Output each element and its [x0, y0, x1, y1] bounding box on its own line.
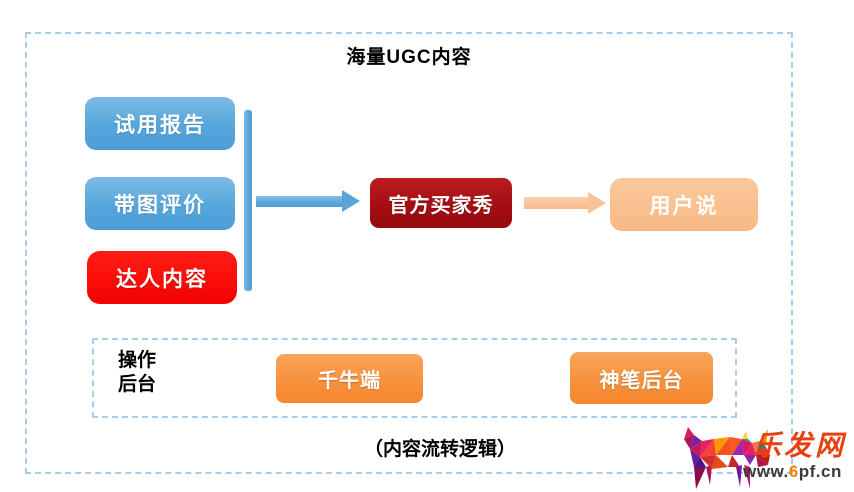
output-node-label: 用户说: [649, 194, 719, 218]
url-digit: 6: [788, 462, 799, 481]
merge-bar: [244, 110, 252, 291]
watermark-site-name: 乐发网: [753, 430, 847, 461]
tool-node-label: 神笔后台: [599, 369, 684, 392]
diagram-caption: （内容流转逻辑）: [363, 439, 516, 460]
blue-arrow-shaft: [256, 196, 342, 207]
backend-label-line1: 操作: [118, 350, 157, 371]
watermark-site-url: www.6pf.cn: [743, 462, 842, 482]
page-title: 海量UGC内容: [346, 47, 472, 68]
peach-arrow-head-icon: [588, 192, 606, 214]
url-prefix: www.: [743, 462, 789, 481]
peach-arrow-shaft: [524, 197, 588, 209]
source-node-influencer-content: 达人内容: [87, 251, 237, 304]
backend-dashed-panel: [92, 338, 737, 418]
source-node-label: 带图评价: [114, 193, 206, 217]
tool-node-label: 千牛端: [318, 370, 381, 392]
tool-node-shenbi: 神笔后台: [570, 352, 713, 404]
hub-node-official-buyer-show: 官方买家秀: [370, 178, 512, 228]
blue-arrow-head-icon: [342, 190, 360, 212]
url-suffix: pf.cn: [798, 462, 842, 481]
backend-label-line2: 后台: [118, 374, 157, 395]
source-node-label: 试用报告: [114, 113, 206, 137]
logo-bull-icon: [684, 427, 770, 489]
output-node-user-say: 用户说: [610, 178, 758, 231]
tool-node-qianniu: 千牛端: [276, 354, 423, 403]
hub-node-label: 官方买家秀: [388, 194, 494, 217]
source-node-photo-review: 带图评价: [85, 177, 235, 230]
source-node-label: 达人内容: [116, 267, 208, 291]
backend-label: 操作 后台: [118, 349, 178, 397]
source-node-trial-report: 试用报告: [85, 97, 235, 150]
ugc-dashed-panel: [25, 32, 793, 474]
watermark-logo: 乐发网 www.6pf.cn: [682, 423, 854, 492]
